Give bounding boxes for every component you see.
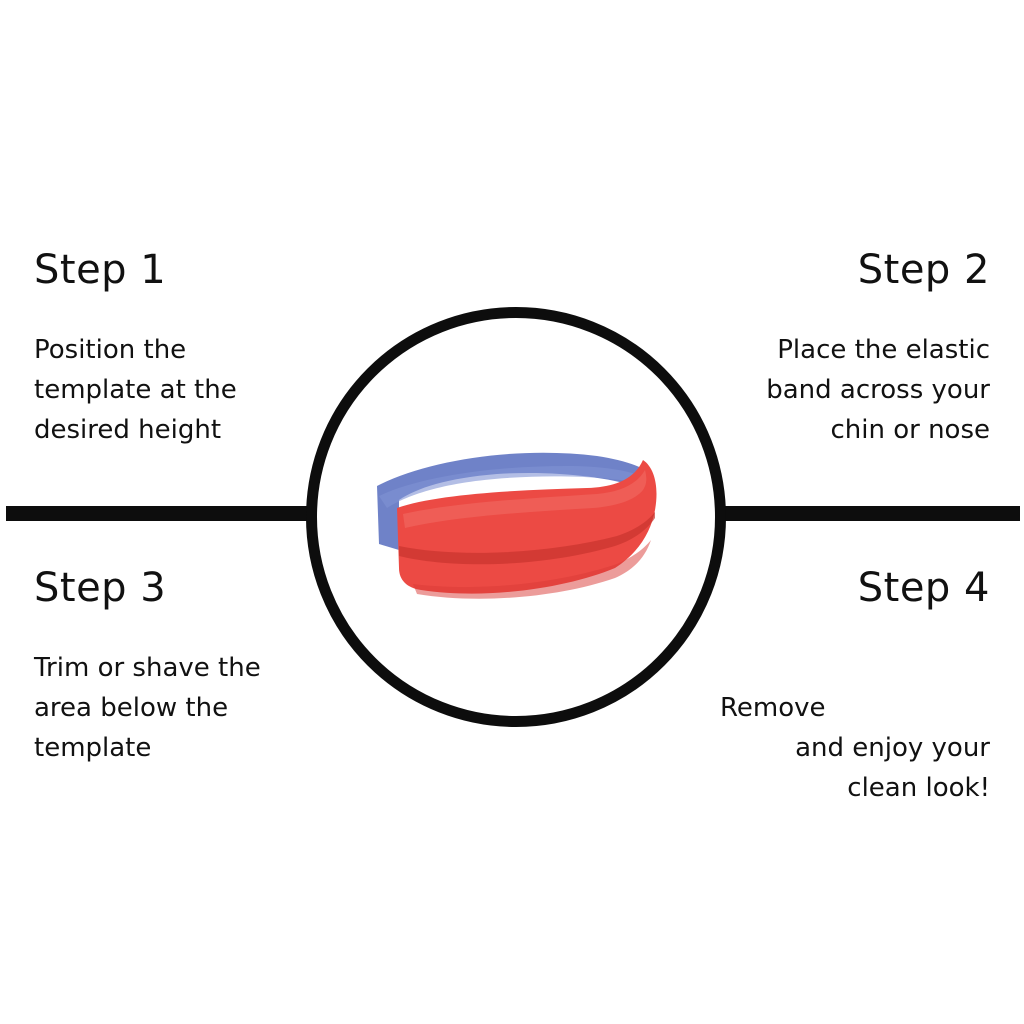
step-3-title: Step 3 [34, 565, 167, 611]
step-4-description-block: Remove and enjoy your clean look! [690, 648, 990, 808]
step-1-title: Step 1 [34, 247, 167, 293]
step-1: Step 1 Position the template at the desi… [34, 248, 334, 450]
step-2-title: Step 2 [857, 247, 990, 293]
step-4: Step 4 Remove and enjoy your clean look! [690, 566, 990, 808]
step-4-description-first-line: Remove [720, 693, 826, 723]
step-2-description: Place the elastic band across your chin … [766, 335, 990, 445]
step-3-description: Trim or shave the area below the templat… [34, 653, 261, 763]
horizontal-divider-left [6, 506, 309, 521]
step-1-description: Position the template at the desired hei… [34, 335, 237, 445]
step-4-title: Step 4 [857, 565, 990, 611]
horizontal-divider-right [712, 506, 1020, 521]
step-2: Step 2 Place the elastic band across you… [690, 248, 990, 450]
step-3: Step 3 Trim or shave the area below the … [34, 566, 334, 768]
template-with-elastic-band-image [377, 452, 657, 599]
step-4-description: and enjoy your clean look! [795, 733, 990, 803]
product-circle-frame [306, 307, 726, 727]
